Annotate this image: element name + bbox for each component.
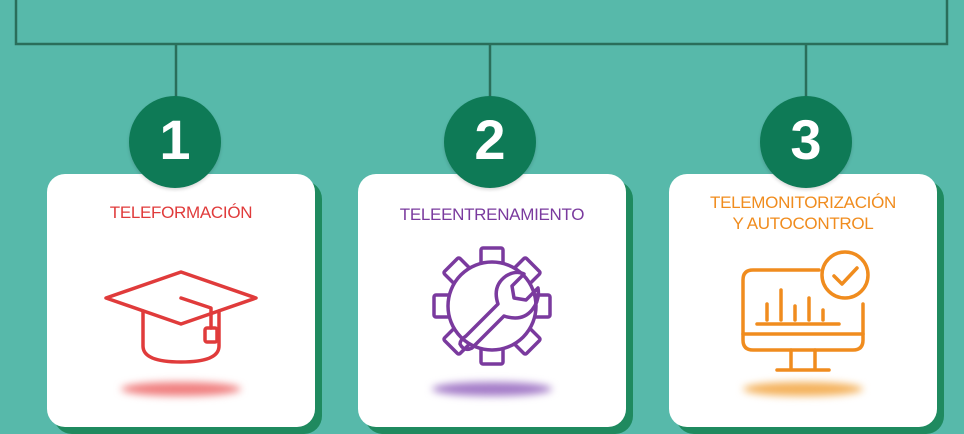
step-number-badge-2: 2 [444, 96, 536, 188]
icon-glow [743, 382, 863, 396]
icon-glow [432, 382, 552, 396]
step-number: 3 [790, 108, 822, 171]
step-card-2: TELEENTRENAMIENTO [358, 174, 638, 434]
gear-wrench-icon [432, 246, 552, 366]
step-number-badge-1: 1 [129, 96, 221, 188]
step-number-badge-3: 3 [760, 96, 852, 188]
step-number: 1 [159, 108, 191, 171]
icon-glow [121, 382, 241, 396]
step-title: TELEMONITORIZACIÓN Y AUTOCONTROL [669, 192, 937, 234]
step-card-1: TELEFORMACIÓN [47, 174, 327, 434]
step-card-3: TELEMONITORIZACIÓN Y AUTOCONTROL [669, 174, 949, 434]
step-title-line2: Y AUTOCONTROL [732, 214, 874, 233]
step-title: TELEENTRENAMIENTO [358, 204, 626, 225]
step-number: 2 [474, 108, 506, 171]
step-title-line1: TELEFORMACIÓN [109, 203, 253, 222]
graduation-cap-icon [104, 270, 258, 364]
card-body: TELEMONITORIZACIÓN Y AUTOCONTROL [669, 174, 937, 427]
step-title: TELEFORMACIÓN [47, 202, 315, 223]
card-body: TELEFORMACIÓN [47, 174, 315, 427]
card-body: TELEENTRENAMIENTO [358, 174, 626, 427]
step-title-line1: TELEMONITORIZACIÓN [709, 193, 897, 212]
monitor-chart-check-icon [741, 250, 870, 372]
step-title-line1: TELEENTRENAMIENTO [399, 205, 585, 224]
